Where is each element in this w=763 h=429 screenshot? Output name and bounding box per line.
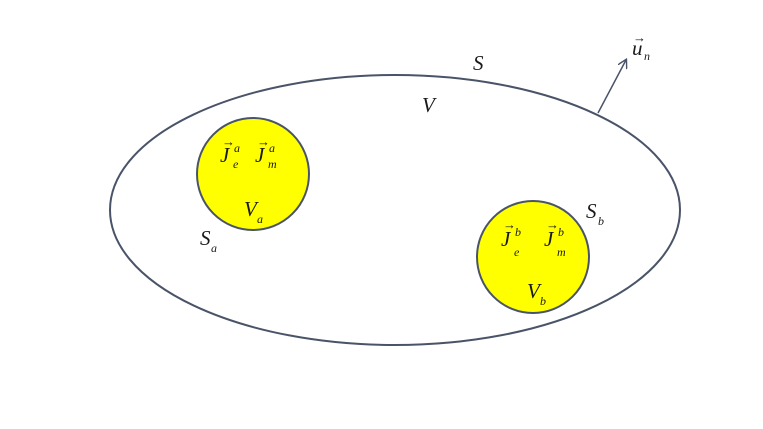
svg-text:→: → <box>546 217 559 232</box>
electric-current-b-label: → J b e <box>501 217 521 259</box>
normal-vector-arrow <box>597 60 626 114</box>
svg-text:u: u <box>632 36 643 60</box>
svg-text:b: b <box>598 214 604 228</box>
svg-text:→: → <box>257 134 270 149</box>
outer-volume-label: V <box>422 93 437 117</box>
svg-text:J: J <box>220 143 231 167</box>
surface-b-label: S b <box>586 199 604 228</box>
svg-text:m: m <box>557 245 566 259</box>
source-region-b <box>476 200 590 314</box>
svg-text:→: → <box>222 134 235 149</box>
svg-text:→: → <box>633 30 646 45</box>
volume-a-label: V a <box>244 197 263 226</box>
svg-text:b: b <box>558 225 564 239</box>
svg-text:a: a <box>211 241 217 255</box>
svg-text:S: S <box>200 226 211 250</box>
magnetic-current-a-label: → J a m <box>255 134 277 171</box>
svg-text:S: S <box>586 199 597 223</box>
svg-text:e: e <box>514 245 520 259</box>
surface-a-label: S a <box>200 226 217 255</box>
svg-text:J: J <box>544 227 555 251</box>
svg-text:n: n <box>644 49 650 63</box>
svg-text:a: a <box>234 141 240 155</box>
svg-text:b: b <box>515 225 521 239</box>
magnetic-current-b-label: → J b m <box>544 217 566 259</box>
svg-text:→: → <box>503 217 516 232</box>
svg-text:a: a <box>269 141 275 155</box>
svg-text:e: e <box>233 157 239 171</box>
svg-text:J: J <box>501 227 512 251</box>
svg-text:J: J <box>255 143 266 167</box>
svg-text:b: b <box>540 294 546 308</box>
svg-text:V: V <box>244 197 259 221</box>
normal-vector-label: → u n <box>632 30 650 63</box>
electric-current-a-label: → J a e <box>220 134 240 171</box>
svg-text:a: a <box>257 212 263 226</box>
outer-surface-s <box>109 74 681 346</box>
svg-text:m: m <box>268 157 277 171</box>
volume-b-label: V b <box>527 279 546 308</box>
source-region-a <box>196 117 310 231</box>
svg-text:V: V <box>527 279 542 303</box>
outer-surface-label: S <box>473 51 484 75</box>
